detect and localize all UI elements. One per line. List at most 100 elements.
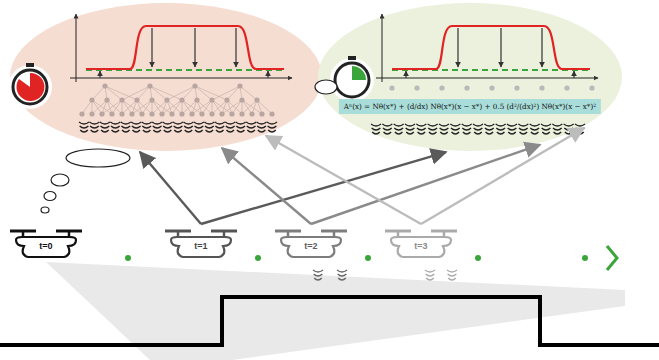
sonar-wave: [267, 122, 277, 124]
sonar-wave: [416, 124, 426, 126]
expansion-point: [389, 85, 394, 90]
sonar-wave: [247, 130, 255, 132]
sonar-wave: [247, 126, 256, 128]
sonar-wave: [111, 126, 120, 128]
sonar-wave: [121, 122, 131, 124]
sonar-wave: [440, 128, 449, 130]
taylor-formula: Aⁿ(x) = Nθ(x*) + (d/dx) Nθ(x*)(x − x*) +…: [339, 99, 601, 114]
sonar-wave: [204, 122, 214, 124]
sonar-wave: [486, 132, 494, 134]
sonar-wave: [246, 122, 256, 124]
sonar-wave: [194, 122, 204, 124]
sonar-wave: [372, 128, 381, 130]
sonar-wave: [485, 128, 494, 130]
sample-arrow: [222, 148, 311, 224]
sonar-wave: [496, 128, 505, 130]
time-step-label: t=0: [8, 241, 84, 251]
sonar-wave: [451, 128, 460, 130]
sonar-wave: [428, 124, 438, 126]
sonar-wave: [215, 126, 224, 128]
sample-arrow: [457, 28, 458, 67]
expansion-point: [414, 85, 419, 90]
sonar-wave: [530, 128, 539, 130]
model-region: [10, 3, 322, 151]
sample-arrow: [500, 28, 501, 67]
sonar-wave: [575, 124, 585, 126]
sonar-wave: [100, 122, 110, 124]
expansion-point: [514, 85, 519, 90]
sonar-wave: [542, 132, 550, 134]
sonar-wave: [371, 124, 381, 126]
slow-stopwatch: [13, 63, 47, 104]
sonar-wave: [173, 122, 183, 124]
sonar-wave: [417, 128, 426, 130]
sonar-wave: [406, 128, 415, 130]
sonar-wave: [439, 124, 449, 126]
sonar-wave: [450, 124, 460, 126]
sonar-wave: [90, 126, 99, 128]
sonar-wave: [554, 132, 562, 134]
plot-axis: [376, 78, 598, 79]
sonar-wave: [101, 130, 109, 132]
sample-arrow: [99, 71, 100, 78]
sonar-wave: [184, 126, 193, 128]
sonar-wave: [440, 132, 448, 134]
sample-arrow: [140, 152, 201, 224]
sonar-wave: [314, 274, 323, 276]
sonar-wave: [338, 278, 346, 280]
sonar-wave: [268, 126, 277, 128]
sonar-wave: [426, 278, 434, 280]
sample-arrow: [151, 28, 152, 67]
time-step-label: t=2: [273, 241, 349, 251]
sonar-wave: [429, 132, 437, 134]
sonar-wave: [194, 126, 203, 128]
drone-node: t=3: [383, 226, 459, 262]
sonar-wave: [496, 124, 506, 126]
sonar-wave: [80, 126, 89, 128]
sonar-wave: [564, 128, 573, 130]
expansion-point: [589, 85, 594, 90]
terrain-profile: [0, 297, 659, 345]
model-region: Aⁿ(x) = Nθ(x*) + (d/dx) Nθ(x*)(x − x*) +…: [318, 3, 622, 151]
stopwatch-notch: [8, 65, 52, 109]
sonar-wave: [185, 130, 193, 132]
sonar-wave: [226, 126, 235, 128]
sonar-wave: [372, 132, 380, 134]
expansion-point: [564, 85, 569, 90]
sonar-wave: [257, 122, 267, 124]
sonar-wave: [541, 124, 551, 126]
sonar-wave: [384, 132, 392, 134]
sonar-wave: [164, 130, 172, 132]
sonar-wave: [91, 130, 99, 132]
sonar-wave: [394, 124, 404, 126]
plot-axis: [76, 14, 77, 82]
sonar-wave: [553, 128, 562, 130]
sample-arrow: [194, 28, 195, 67]
sonar-wave: [225, 122, 235, 124]
sonar-wave: [174, 130, 182, 132]
sonar-wave: [530, 124, 540, 126]
sonar-wave: [121, 126, 130, 128]
sonar-wave: [405, 124, 415, 126]
sonar-wave: [462, 128, 471, 130]
sonar-wave: [418, 132, 426, 134]
plot-axis: [382, 14, 383, 82]
sonar-wave: [206, 130, 214, 132]
plot-axis: [70, 78, 292, 79]
sonar-wave: [174, 126, 183, 128]
sonar-wave: [163, 122, 173, 124]
sonar-wave: [237, 130, 245, 132]
sonar-wave: [132, 130, 140, 132]
sonar-wave: [531, 132, 539, 134]
sample-arrow: [235, 28, 236, 67]
sonar-wave: [508, 132, 516, 134]
fast-stopwatch: [335, 56, 369, 97]
sonar-wave: [474, 132, 482, 134]
sonar-wave: [152, 122, 162, 124]
cost-curve: [392, 26, 590, 69]
sonar-wave: [313, 270, 323, 272]
sonar-wave: [215, 122, 225, 124]
sonar-wave: [426, 274, 435, 276]
sonar-wave: [448, 278, 456, 280]
sonar-wave: [425, 270, 435, 272]
